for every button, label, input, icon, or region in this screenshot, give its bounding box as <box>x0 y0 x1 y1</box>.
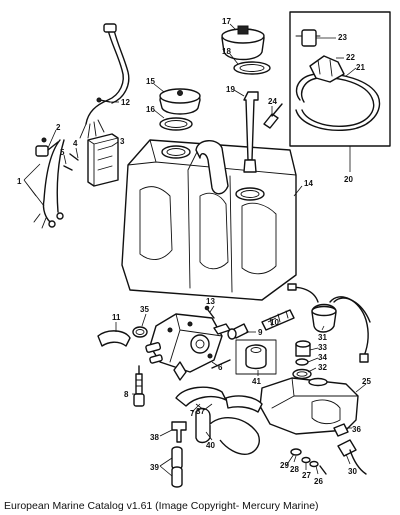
clip-36 <box>333 423 349 437</box>
callout-19: 19 <box>226 85 235 94</box>
callout-15: 15 <box>146 77 155 86</box>
callout-7: 7 <box>190 409 195 418</box>
leader-lines <box>23 23 367 477</box>
callout-13: 13 <box>206 297 215 306</box>
callout-41: 41 <box>252 377 261 386</box>
spring-7 <box>145 342 163 364</box>
hose-11 <box>97 330 131 347</box>
seal-32 <box>292 368 312 380</box>
clamp-35 <box>132 326 148 338</box>
callout-38: 38 <box>150 433 159 442</box>
callout-36: 36 <box>352 425 361 434</box>
callout-22: 22 <box>346 53 355 62</box>
callout-11: 11 <box>112 313 121 322</box>
callout-33: 33 <box>318 343 327 352</box>
callout-8: 8 <box>124 390 129 399</box>
callout-2: 2 <box>56 123 61 132</box>
callout-14: 14 <box>304 179 313 188</box>
callout-4: 4 <box>73 139 78 148</box>
callout-28: 28 <box>290 465 299 474</box>
callout-5: 5 <box>60 148 65 157</box>
callout-23: 23 <box>338 33 347 42</box>
t-fitting-38 <box>171 421 187 443</box>
image-caption: European Marine Catalog v1.61 (Image Cop… <box>4 500 319 512</box>
hose-40 <box>195 407 260 455</box>
hose-39 <box>171 446 183 488</box>
oil-tank-cap <box>287 283 371 363</box>
grommet-33 <box>295 340 311 357</box>
callout-31: 31 <box>318 333 327 342</box>
control-box <box>87 133 119 187</box>
callout-24: 24 <box>268 97 277 106</box>
hardware-26-30 <box>290 439 367 475</box>
wiring-harness <box>33 23 130 229</box>
callout-34: 34 <box>318 353 327 362</box>
callout-35: 35 <box>140 305 149 314</box>
callout-21: 21 <box>356 63 365 72</box>
callout-12: 12 <box>121 98 130 107</box>
callout-6: 6 <box>218 363 223 372</box>
callout-26: 26 <box>314 477 323 486</box>
cap-34 <box>295 358 309 366</box>
switch-assembly <box>35 137 79 171</box>
callout-29: 29 <box>280 461 289 470</box>
hose-37 <box>175 386 263 413</box>
callout-40: 40 <box>206 441 215 450</box>
callout-30: 30 <box>348 467 357 476</box>
callout-9: 9 <box>258 328 263 337</box>
bushing-41 <box>235 339 277 375</box>
fuel-pump <box>149 313 231 381</box>
fuel-tank <box>121 139 297 301</box>
callout-27: 27 <box>302 471 311 480</box>
callout-16: 16 <box>146 105 155 114</box>
filler-cap <box>159 88 201 131</box>
fitting-10 <box>261 309 295 331</box>
fuel-line-kit <box>289 11 391 147</box>
callout-32: 32 <box>318 363 327 372</box>
callout-17: 17 <box>222 17 231 26</box>
oil-tank <box>259 377 359 435</box>
callout-20: 20 <box>344 175 353 184</box>
fitting-8 <box>133 365 145 407</box>
callout-25: 25 <box>362 377 371 386</box>
callout-18: 18 <box>222 47 231 56</box>
fitting-24 <box>263 103 283 129</box>
callout-3: 3 <box>120 137 125 146</box>
callout-39: 39 <box>150 463 159 472</box>
callout-10: 10 <box>270 318 279 327</box>
callout-1: 1 <box>17 177 22 186</box>
pickup-tube <box>243 91 259 173</box>
fitting-9 <box>227 323 249 340</box>
callout-numbers: 1 2 3 4 5 6 7 8 9 10 11 12 13 14 15 16 1… <box>17 17 371 486</box>
sender-cap <box>221 25 271 75</box>
fitting-13 <box>204 305 215 319</box>
callout-37: 37 <box>196 407 205 416</box>
screw-12 <box>96 97 111 103</box>
